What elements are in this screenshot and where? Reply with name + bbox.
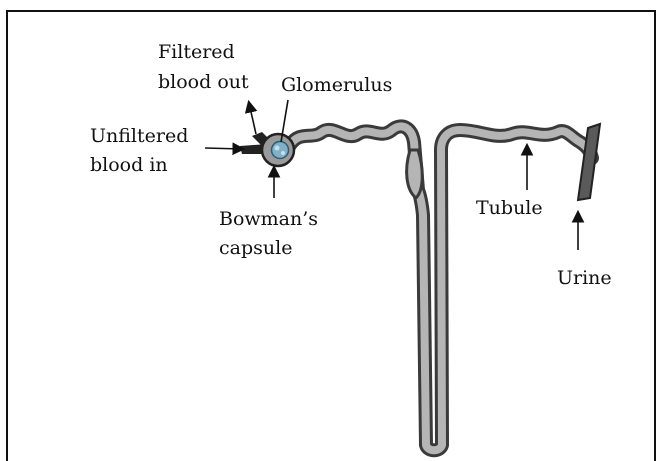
tubule-label: Tubule — [476, 197, 543, 219]
filtered-label-line2: blood out — [158, 71, 249, 93]
glomerulus-label: Glomerulus — [281, 74, 392, 96]
tubule-fill — [290, 126, 592, 450]
tubule-bulge — [407, 150, 423, 198]
arrow-unfiltered-in — [205, 148, 242, 149]
bowmans-capsule — [262, 134, 294, 166]
tubule — [290, 126, 592, 450]
arrow-filtered-out — [249, 103, 256, 134]
bowmans-label-line2: capsule — [219, 237, 292, 259]
urine-label: Urine — [557, 267, 612, 289]
bowmans-label-line1: Bowman’s — [219, 208, 318, 230]
glomerulus-shape — [272, 142, 289, 159]
filtered-label-line1: Filtered — [158, 41, 235, 63]
unfiltered-label-line2: blood in — [90, 154, 168, 176]
unfiltered-label-line1: Unfiltered — [90, 125, 188, 147]
